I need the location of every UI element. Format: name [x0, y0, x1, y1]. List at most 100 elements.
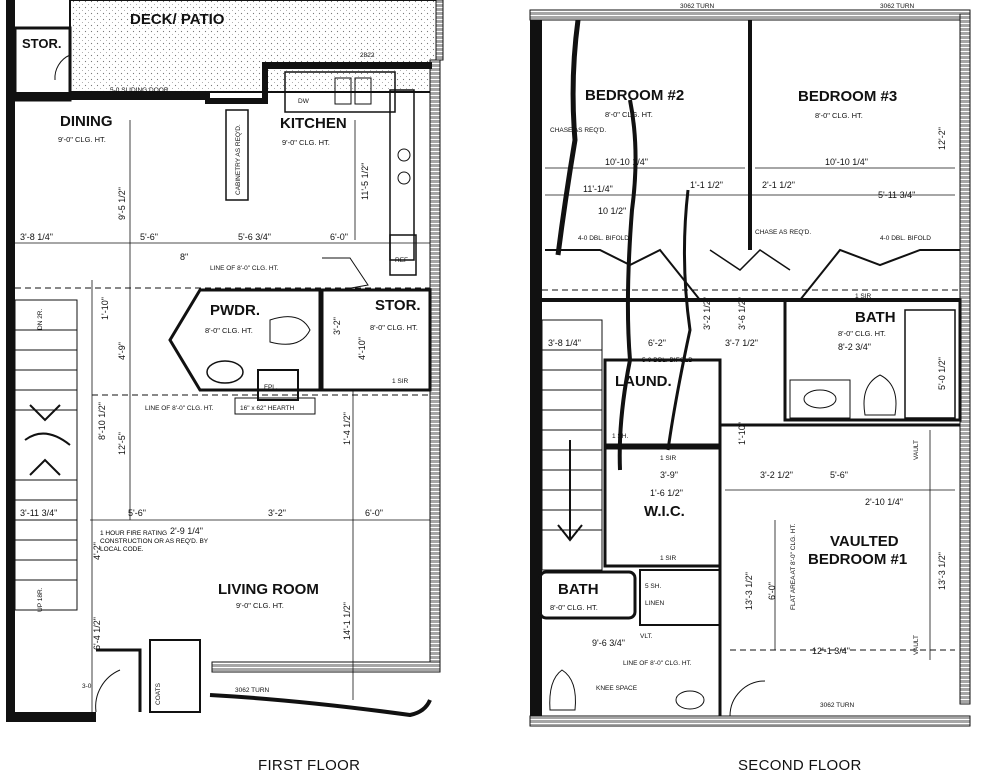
stor-mid-label: STOR.: [375, 297, 421, 314]
chase-scribble-1: [555, 19, 581, 256]
second-floor-labels: BEDROOM #2 8'-0" CLG. HT. BEDROOM #3 8'-…: [548, 3, 947, 709]
bath-top-tub: [904, 309, 956, 419]
sf-dim-12: 8'-2 3/4": [838, 342, 871, 352]
kitchen-sink-left: [334, 77, 352, 105]
kitchen-label: KITCHEN: [280, 115, 347, 132]
second-floor-bottom-wall: [529, 715, 971, 727]
ff-dim-9: 4'-9": [117, 342, 127, 360]
up-note: UP 18R.: [37, 587, 44, 612]
line8-2f-note: LINE OF 8'-0" CLG. HT.: [623, 660, 692, 667]
kitchen-divider: [262, 62, 268, 104]
second-floor-plan: [529, 9, 971, 727]
kitchen-top-wall-2: [262, 62, 432, 69]
bed1-label: BEDROOM #1: [808, 551, 907, 568]
ff-dim-5: 9'-5 1/2": [117, 187, 127, 220]
second-floor-left-wall: [530, 14, 542, 724]
sh1-note: 1 SH.: [612, 433, 628, 440]
sf-dim-17: 5'-6": [830, 470, 848, 480]
laund-label: LAUND.: [615, 373, 672, 390]
sf-dim-9: 3'-8 1/4": [548, 338, 581, 348]
bath-bottom-sink: [675, 690, 705, 710]
bath-top-toilet: [863, 374, 897, 416]
sf-dim-20: 13'-3 1/2": [937, 552, 947, 590]
ff-dim-20: 4'-2": [92, 542, 102, 560]
dining-label: DINING: [60, 113, 113, 130]
stor-mid-ht: 8'-0" CLG. HT.: [370, 323, 418, 332]
vlt-note: VLT.: [640, 633, 653, 640]
pwdr-label: PWDR.: [210, 302, 260, 319]
ff-dim-3: 5'-6 3/4": [238, 232, 271, 242]
bath-top-vanity: [789, 379, 851, 419]
pwdr-toilet: [269, 316, 311, 345]
first-floor-stairs: [14, 299, 78, 611]
chase-scribble-2: [617, 99, 638, 471]
door-3062-bottom: [729, 680, 766, 717]
door-3062c-note: 3062 TURN: [820, 702, 855, 709]
pwdr-ht: 8'-0" CLG. HT.: [205, 326, 253, 335]
ff-dim-10: 3'-2": [332, 317, 342, 335]
entry-wall: [96, 648, 142, 712]
bath-top-ht: 8'-0" CLG. HT.: [838, 329, 886, 338]
patio-door-arc: [209, 693, 432, 718]
fire-rating-note: 1 HOUR FIRE RATING CONSTRUCTION OR AS RE…: [100, 530, 209, 553]
wic-label: W.I.C.: [644, 503, 685, 520]
bifold2-note: 4-0 DBL. BIFOLD: [880, 235, 931, 242]
closet-bifold-left: [545, 248, 701, 301]
ff-dim-18: 6'-0": [365, 508, 383, 518]
bifold3-note: 5-0 DBL. BIFOLD: [642, 357, 693, 364]
bath-bottom-ht: 8'-0" CLG. HT.: [550, 603, 598, 612]
ff-dim-16: 2'-9 1/4": [170, 526, 203, 536]
door-3062b-note: 3062 TURN: [880, 3, 915, 10]
d2822-note: 2822: [360, 52, 375, 59]
bath-bottom-tub: [538, 570, 637, 620]
ff-dim-19: 3'-11 3/4": [20, 508, 57, 518]
fpl-note: FPL.: [264, 384, 278, 391]
sh5-note: 5 SH.: [645, 583, 661, 590]
living-ht: 9'-0" CLG. HT.: [236, 601, 284, 610]
ff-dim-12: 8'-10 1/2": [97, 402, 107, 440]
first-floor-bottom-wall: [6, 712, 96, 722]
chase1-note: CHASE AS REQ'D.: [550, 127, 606, 134]
knee-note: KNEE SPACE: [596, 685, 638, 692]
sir-note: 1 SIR: [392, 378, 409, 385]
second-floor-top-wall: [529, 9, 971, 21]
kitchen-sink-right: [354, 77, 372, 105]
bath-top-label: BATH: [855, 309, 896, 326]
sf-dim-18: 2'-10 1/4": [865, 497, 903, 507]
sir-c-note: 1 SIR: [660, 455, 677, 462]
stor-mid-outline: [320, 288, 432, 392]
second-floor-stairs: [541, 319, 603, 571]
hall-doors: [709, 249, 791, 271]
chase-scribble-3: [666, 189, 692, 451]
kitchen-ht: 9'-0" CLG. HT.: [282, 138, 330, 147]
door-3062-note: 3062 TURN: [235, 687, 270, 694]
bath-bottom-label: BATH: [558, 581, 599, 598]
bed3-ht: 8'-0" CLG. HT.: [815, 111, 863, 120]
sf-dim-26: 3'-2 1/2": [702, 297, 712, 330]
sir-b-note: 1 SIR: [855, 293, 872, 300]
deck-area: [69, 0, 439, 93]
first-floor-caption: FIRST FLOOR: [258, 757, 361, 774]
sf-dim-23: 12'-1 3/4": [812, 646, 850, 656]
door-30-note: 3-0: [82, 683, 92, 690]
ff-dim-17: 3'-2": [268, 508, 286, 518]
sf-dim-7: 10 1/2": [598, 206, 626, 216]
ff-dim-22: 6'-4 1/2": [92, 617, 102, 650]
sf-dim-1: 10'-10 1/4": [605, 157, 648, 167]
stor-top-label: STOR.: [22, 36, 62, 51]
linen-closet: [639, 569, 721, 626]
sf-dim-19: 13'-3 1/2": [744, 572, 754, 610]
coats-note: COATS: [155, 682, 162, 705]
sf-dim-10: 6'-2": [648, 338, 666, 348]
vaulted-label: VAULTED: [830, 533, 899, 550]
pwdr-room-outline: [168, 288, 322, 392]
first-floor-labels: DECK/ PATIO STOR. DINING 9'-0" CLG. HT. …: [20, 11, 421, 705]
bath-top-outline: [783, 298, 962, 422]
sf-dim-5: 2'-1 1/2": [762, 180, 795, 190]
sf-dim-22: 9'-6 3/4": [592, 638, 625, 648]
vault2-note: VAULT: [913, 440, 920, 460]
sf-dim-11: 3'-7 1/2": [725, 338, 758, 348]
ff-dim-14: 1'-4 1/2": [342, 412, 352, 445]
deck-rail: [435, 0, 444, 61]
